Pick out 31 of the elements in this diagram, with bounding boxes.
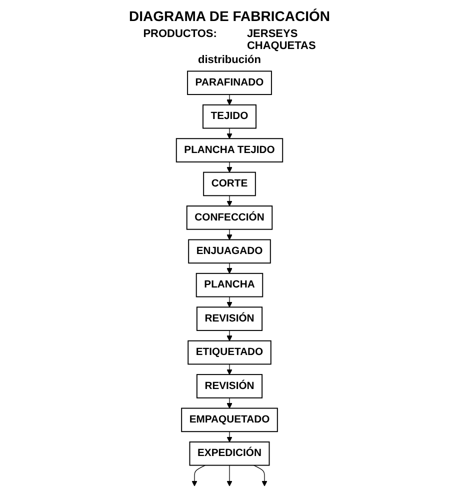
arrow <box>226 195 232 206</box>
node-box: TEJIDO <box>202 104 256 129</box>
node-box: ENJUAGADO <box>188 239 271 264</box>
arrow <box>226 296 232 308</box>
node-box: CONFECCIÓN <box>186 206 273 230</box>
products-heading: PRODUCTOS: <box>143 28 217 42</box>
product-name: JERSEYS <box>246 28 299 40</box>
node-box: PLANCHA <box>196 272 264 298</box>
node-box: ETIQUETADO <box>188 340 272 365</box>
arrow <box>226 464 232 486</box>
arrow <box>253 464 268 486</box>
arrow <box>226 94 232 106</box>
distribution-note: distribución <box>198 54 261 66</box>
arrow <box>226 162 232 173</box>
node-box: REVISIÓN <box>196 306 263 331</box>
node-box: CORTE <box>203 172 256 196</box>
node-box: PARAFINADO <box>187 70 272 95</box>
arrow <box>192 464 206 486</box>
arrow <box>226 364 232 375</box>
arrow <box>226 262 232 274</box>
arrow <box>226 431 232 442</box>
node-box: REVISIÓN <box>196 374 263 398</box>
arrow <box>226 398 232 408</box>
node-box: PLANCHA TEJIDO <box>176 138 284 162</box>
node-box: EXPEDICIÓN <box>189 441 270 466</box>
diagram-title: DIAGRAMA DE FABRICACIÓN <box>129 8 330 24</box>
arrow <box>226 229 232 240</box>
arrow <box>226 128 232 139</box>
product-name: CHAQUETAS <box>246 40 316 52</box>
node-box: EMPAQUETADO <box>181 408 278 432</box>
arrow <box>226 330 232 342</box>
